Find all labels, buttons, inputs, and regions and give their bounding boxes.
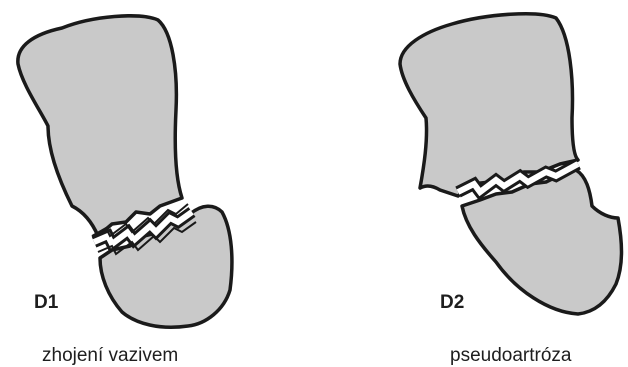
panel-d1-bone	[18, 16, 232, 327]
caption-d1: zhojení vazivem	[42, 345, 178, 367]
panel-label-d2: D2	[440, 292, 464, 314]
panel-label-d1: D1	[34, 292, 58, 314]
panel-d2-bone	[400, 14, 622, 314]
d1-upper-fragment	[18, 16, 182, 236]
caption-d2: pseudoartróza	[450, 345, 571, 367]
